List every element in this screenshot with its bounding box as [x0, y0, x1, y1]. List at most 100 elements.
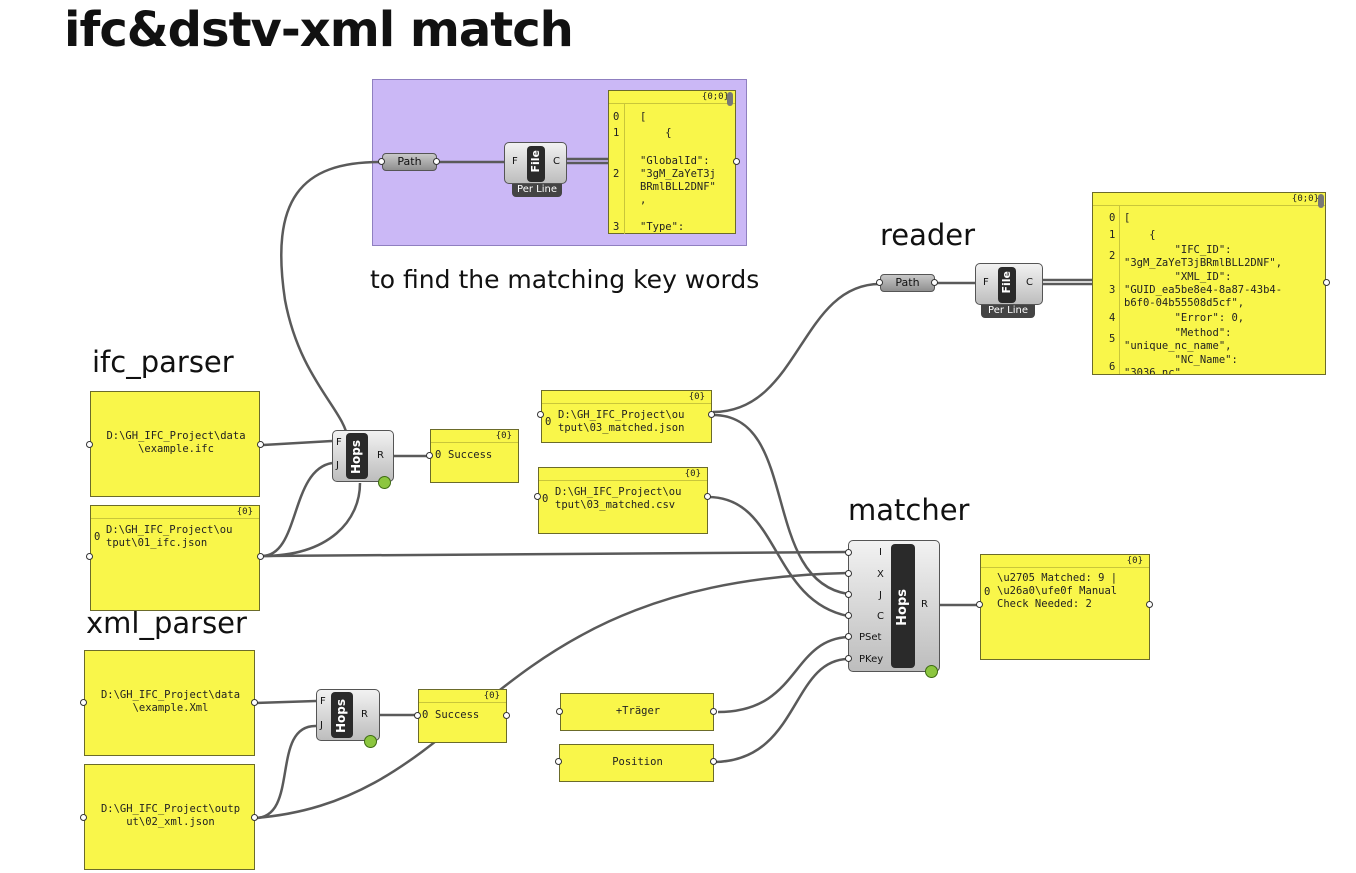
- row-index: 4: [1109, 312, 1116, 324]
- hops-status-icon: [378, 476, 391, 489]
- output-port[interactable]: [251, 814, 258, 821]
- row-index: 0: [94, 531, 101, 543]
- output-port[interactable]: [710, 708, 717, 715]
- row-index: 0: [435, 449, 442, 461]
- row-index: 0: [545, 416, 552, 428]
- row-text: "Method": "unique_nc_name",: [1124, 327, 1232, 352]
- row-index: 0: [422, 709, 429, 721]
- input-port[interactable]: [534, 493, 541, 500]
- matcher-result-panel[interactable]: {0}: [980, 554, 1150, 660]
- xml-parser-label: xml_parser: [86, 606, 247, 640]
- output-port[interactable]: [251, 699, 258, 706]
- scrollbar[interactable]: [1318, 194, 1324, 208]
- xml-json-panel[interactable]: D:\GH_IFC_Project\outp ut\02_xml.json: [84, 764, 255, 870]
- input-port[interactable]: [555, 758, 562, 765]
- input-port[interactable]: [845, 570, 852, 577]
- row-index: 0: [1109, 212, 1116, 224]
- row-index: 1: [1109, 229, 1116, 241]
- output-port[interactable]: [1146, 601, 1153, 608]
- input-port[interactable]: [845, 612, 852, 619]
- pset-panel[interactable]: +Träger: [560, 693, 714, 731]
- matcher-label: matcher: [848, 493, 970, 527]
- row-text: "XML_ID": "GUID_ea5be8e4-8a87-43b4- b6f0…: [1124, 271, 1283, 309]
- output-port[interactable]: [710, 758, 717, 765]
- xml-result-panel[interactable]: {0}: [418, 689, 507, 743]
- scrollbar[interactable]: [727, 92, 733, 106]
- file-output-label: C: [553, 156, 560, 167]
- input-port[interactable]: [414, 712, 421, 719]
- pkey-panel[interactable]: Position: [559, 744, 714, 782]
- hops-input-j: J: [320, 720, 323, 731]
- input-port[interactable]: [845, 549, 852, 556]
- per-line-tag: Per Line: [981, 305, 1035, 318]
- input-port[interactable]: [86, 553, 93, 560]
- output-port[interactable]: [708, 411, 715, 418]
- wire: [254, 724, 317, 820]
- output-port[interactable]: [931, 279, 938, 286]
- input-port[interactable]: [86, 441, 93, 448]
- output-port[interactable]: [433, 158, 440, 165]
- ifc-result-panel[interactable]: {0}: [430, 429, 519, 483]
- matched-csv-panel[interactable]: {0}: [538, 467, 708, 534]
- index-divider: [1119, 206, 1120, 374]
- ifc-hops-component[interactable]: F J Hops R: [332, 430, 394, 482]
- panel-header: {0;0}: [609, 91, 735, 104]
- hops-input-j: J: [336, 460, 339, 471]
- output-port[interactable]: [503, 712, 510, 719]
- xml-hops-component[interactable]: F J Hops R: [316, 689, 380, 741]
- reader-json-panel[interactable]: {0;0}: [1092, 192, 1326, 375]
- top-json-panel[interactable]: {0;0}: [608, 90, 736, 234]
- ifc-input-path: D:\GH_IFC_Project\data \example.ifc: [106, 430, 246, 455]
- hops-status-icon: [364, 735, 377, 748]
- input-port[interactable]: [378, 158, 385, 165]
- hops-input-pset: PSet: [859, 632, 882, 643]
- hops-core: Hops: [331, 692, 353, 738]
- row-text: "Error": 0,: [1124, 312, 1245, 324]
- per-line-tag: Per Line: [512, 184, 562, 197]
- output-port[interactable]: [257, 553, 264, 560]
- output-port[interactable]: [257, 441, 264, 448]
- pkey-value: Position: [612, 756, 663, 768]
- reader-file-component[interactable]: F File C: [975, 263, 1043, 305]
- hops-core-label: Hops: [895, 589, 910, 626]
- hops-core: Hops: [891, 544, 915, 668]
- input-port[interactable]: [845, 655, 852, 662]
- path-param[interactable]: Path: [382, 153, 437, 171]
- row-text: [: [1124, 212, 1131, 224]
- input-port[interactable]: [537, 411, 544, 418]
- xml-input-panel[interactable]: D:\GH_IFC_Project\data \example.Xml: [84, 650, 255, 756]
- file-component[interactable]: F File C: [504, 142, 567, 184]
- input-port[interactable]: [556, 708, 563, 715]
- output-port[interactable]: [733, 158, 740, 165]
- hops-input-j: J: [879, 590, 882, 601]
- input-port[interactable]: [876, 279, 883, 286]
- matcher-hops-component[interactable]: I X J C PSet PKey Hops R: [848, 540, 940, 672]
- hops-input-f: F: [320, 696, 326, 707]
- wire: [712, 282, 881, 414]
- input-port[interactable]: [426, 452, 433, 459]
- ifc-json-panel[interactable]: {0}: [90, 505, 260, 611]
- reader-path-param[interactable]: Path: [880, 274, 935, 292]
- hops-core: Hops: [346, 433, 368, 479]
- hops-input-pkey: PKey: [859, 654, 884, 665]
- file-core: File: [527, 146, 545, 182]
- matched-json-panel[interactable]: {0}: [541, 390, 712, 443]
- reader-label: reader: [880, 218, 976, 252]
- input-port[interactable]: [845, 633, 852, 640]
- xml-input-path: D:\GH_IFC_Project\data \example.Xml: [100, 689, 241, 714]
- wire: [261, 461, 333, 558]
- input-port[interactable]: [845, 591, 852, 598]
- row-text: "GlobalId": "3gM_ZaYeT3j BRmlBLL2DNF" ,: [640, 155, 716, 206]
- panel-header: {0}: [539, 468, 707, 481]
- input-port[interactable]: [976, 601, 983, 608]
- output-port[interactable]: [704, 493, 711, 500]
- input-port[interactable]: [80, 814, 87, 821]
- wire: [262, 439, 333, 447]
- row-index: 0: [984, 586, 991, 598]
- ifc-input-panel[interactable]: D:\GH_IFC_Project\data \example.ifc: [90, 391, 260, 497]
- wire: [261, 482, 362, 558]
- pset-value: +Träger: [615, 705, 661, 717]
- hops-input-x: X: [877, 569, 884, 580]
- input-port[interactable]: [80, 699, 87, 706]
- output-port[interactable]: [1323, 279, 1330, 286]
